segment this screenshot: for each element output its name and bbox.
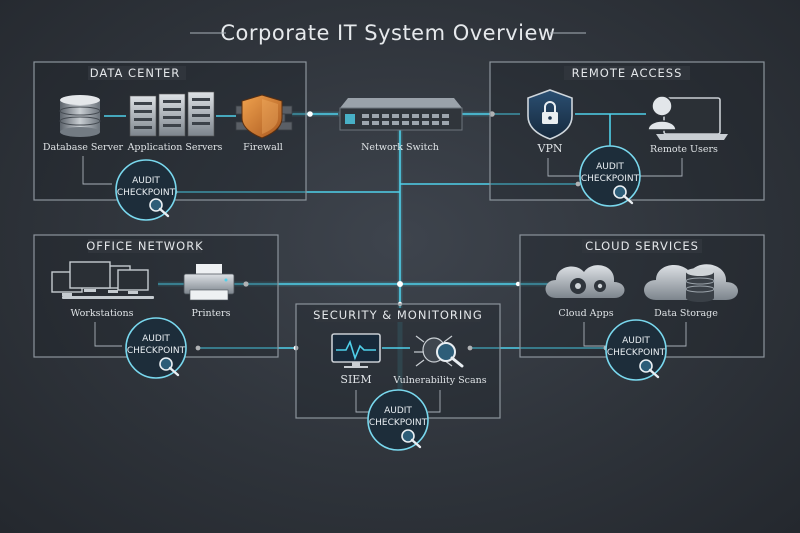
audit-line2: CHECKPOINT (127, 346, 186, 356)
audit-line2: CHECKPOINT (607, 348, 666, 358)
data-storage-label: Data Storage (654, 308, 718, 319)
panel-title: DATA CENTER (90, 66, 180, 80)
application-servers-icon (129, 91, 215, 137)
audit-line1: AUDIT (596, 162, 624, 172)
vulnerability-scans-label: Vulnerability Scans (392, 375, 486, 386)
magnifier-icon (401, 429, 422, 449)
audit-line2: CHECKPOINT (117, 188, 176, 198)
audit-checkpoint-remote-access[interactable]: AUDIT CHECKPOINT (579, 145, 641, 207)
audit-checkpoint-data-center[interactable]: AUDIT CHECKPOINT (115, 159, 177, 221)
audit-checkpoint-cloud[interactable]: AUDIT CHECKPOINT (605, 319, 667, 381)
network-switch: Network Switch (339, 98, 463, 153)
network-switch-label: Network Switch (361, 142, 439, 153)
siem-label: SIEM (340, 373, 371, 386)
firewall-label: Firewall (243, 142, 283, 153)
panel-title-bg (582, 239, 702, 253)
remote-users-label: Remote Users (650, 144, 718, 155)
cloud-apps-icon (545, 265, 625, 298)
firewall-icon (235, 94, 293, 139)
application-servers-label: Application Servers (127, 142, 223, 153)
audit-line1: AUDIT (384, 406, 412, 416)
printer-icon (183, 264, 235, 301)
workstations-icon (51, 261, 154, 299)
audit-line1: AUDIT (142, 334, 170, 344)
database-icon (59, 95, 101, 137)
panel-data-center: DATA CENTER Database Server Application … (33, 61, 307, 201)
magnifier-icon (613, 185, 634, 205)
vpn-shield-icon (527, 89, 573, 140)
network-switch-icon (339, 98, 463, 131)
audit-line2: CHECKPOINT (581, 174, 640, 184)
cloud-apps-label: Cloud Apps (558, 308, 613, 319)
siem-monitor-icon (331, 333, 381, 368)
panel-title: SECURITY & MONITORING (313, 308, 483, 322)
panel-title: REMOTE ACCESS (572, 66, 683, 80)
panel-title-bg (88, 239, 202, 253)
panel-title-bg (316, 308, 480, 322)
audit-line2: CHECKPOINT (369, 418, 428, 428)
printers-label: Printers (192, 308, 231, 319)
audit-line1: AUDIT (622, 336, 650, 346)
vulnerability-scan-icon (414, 335, 464, 368)
magnifier-icon (639, 359, 660, 379)
panel-title: OFFICE NETWORK (86, 239, 203, 253)
magnifier-icon (149, 198, 170, 218)
panel-title-bg (564, 66, 690, 80)
database-label: Database Server (43, 142, 124, 153)
remote-user-icon (647, 95, 728, 140)
panel-title: CLOUD SERVICES (585, 239, 699, 253)
audit-checkpoint-office[interactable]: AUDIT CHECKPOINT (125, 317, 187, 379)
audit-checkpoint-security[interactable]: AUDIT CHECKPOINT (367, 389, 429, 451)
audit-line1: AUDIT (132, 176, 160, 186)
magnifier-icon (159, 357, 180, 377)
page-title: Corporate IT System Overview (220, 21, 555, 45)
data-storage-icon (644, 264, 738, 302)
workstations-label: Workstations (70, 308, 133, 319)
panel-title-bg (88, 66, 186, 80)
vpn-label: VPN (537, 142, 563, 155)
